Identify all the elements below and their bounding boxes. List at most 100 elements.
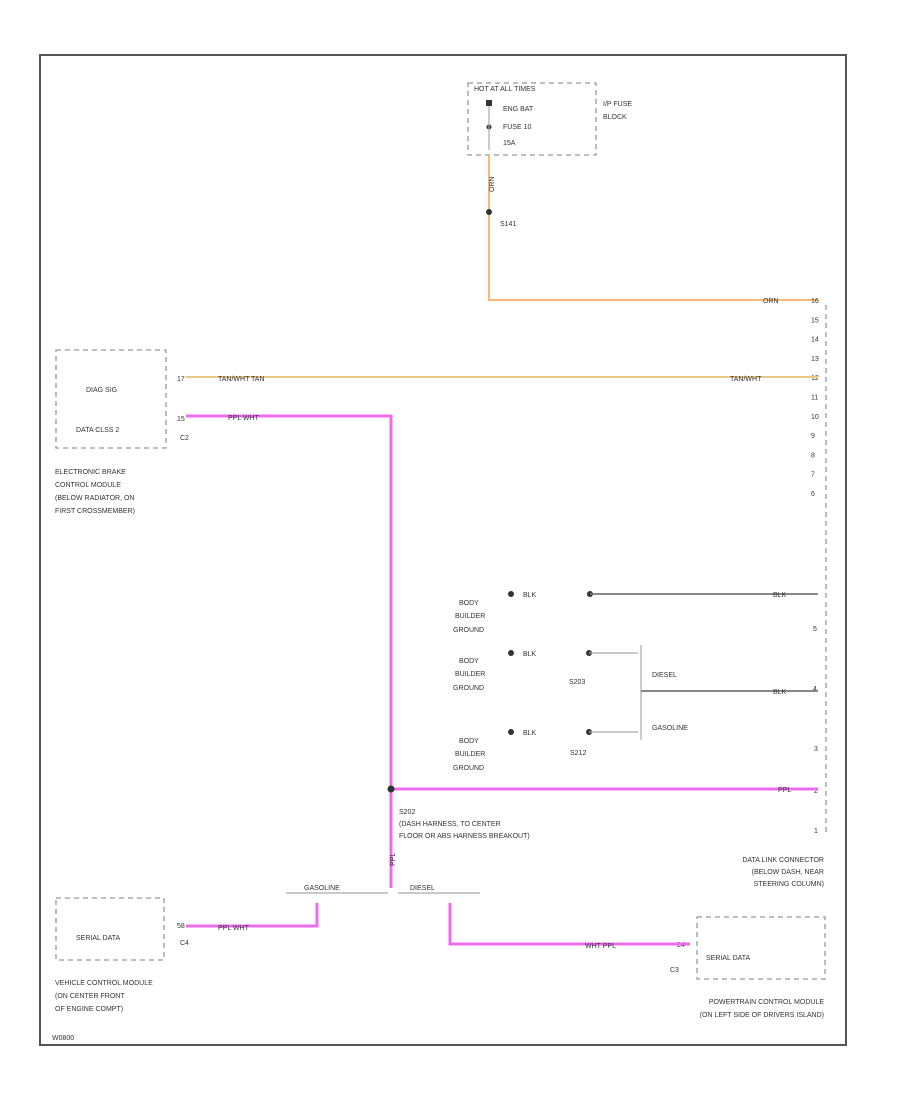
dlc-pin-number: 12 <box>811 375 819 382</box>
vcm-module: SERIAL DATA 58 C4 PPL WHT VEHICLE CONTRO… <box>55 897 319 1013</box>
dlc-pin-number: 8 <box>811 452 815 459</box>
fuse-block: HOT AT ALL TIMES ENG BAT FUSE 10 15A I/P… <box>467 82 632 156</box>
vcm-name-1: VEHICLE CONTROL MODULE <box>55 980 153 987</box>
ground-3-label-1: BODY <box>459 738 479 745</box>
ebcm-name-2: CONTROL MODULE <box>55 482 121 489</box>
footer-code: W0800 <box>52 1035 74 1042</box>
dlc-name-2: (BELOW DASH, NEAR <box>752 869 824 876</box>
orn-wire-path <box>488 155 818 301</box>
ebcm-name-1: ELECTRONIC BRAKE <box>55 469 126 476</box>
dlc-pin-4: 4 <box>813 686 817 693</box>
ppl-ebcm-path <box>186 414 393 888</box>
orn-vertical-label: ORN <box>489 176 496 192</box>
ground-3-label-3: GROUND <box>453 765 484 772</box>
blk-right-2-label: BLK <box>773 689 787 696</box>
ppl-right-label: PPL <box>778 787 791 794</box>
dlc-pin-number: 11 <box>811 395 818 402</box>
dlc-pin-number: 9 <box>811 433 815 440</box>
ground-1-terminal <box>508 591 514 597</box>
dlc-pin-number: 6 <box>811 491 815 498</box>
vcm-name-3: OF ENGINE COMPT) <box>55 1006 123 1013</box>
ground-3-terminal <box>508 729 514 735</box>
ebcm-pin-15: 15 <box>177 416 185 423</box>
dlc-name-3: STEERING COLUMN) <box>754 881 824 888</box>
splice-s212-label: S212 <box>570 750 586 757</box>
ground-2-label-3: GROUND <box>453 685 484 692</box>
vcm-serial-data: SERIAL DATA <box>76 935 121 942</box>
dlc-pin-number: 16 <box>811 298 819 305</box>
ground-1-label-3: GROUND <box>453 627 484 634</box>
blk-right-1-label: BLK <box>773 592 787 599</box>
fuse-block-box <box>467 82 597 156</box>
dlc-pin-3: 3 <box>814 746 818 753</box>
tan-right-label: TAN/WHT <box>730 376 762 383</box>
splice-s202-name: S202 <box>399 809 415 816</box>
fuse-rating: 15A <box>503 140 516 147</box>
splice-s202-dot <box>387 785 395 793</box>
ground-1-label-1: BODY <box>459 600 479 607</box>
dlc-pin-2: 2 <box>814 788 818 795</box>
splice-s141-dot <box>486 209 492 215</box>
ground-2-label-1: BODY <box>459 658 479 665</box>
ground-3: BODY BUILDER GROUND BLK S212 <box>453 729 638 772</box>
option-gasoline-label: GASOLINE <box>652 725 688 732</box>
pcm-connector: C3 <box>670 967 679 974</box>
pcm-name-2: (ON LEFT SIDE OF DRIVERS ISLAND) <box>700 1012 824 1019</box>
tan-wire: TAN/WHT TAN TAN/WHT <box>186 376 818 383</box>
fuse-terminal-top <box>486 100 492 106</box>
ppl-vcm-label: PPL WHT <box>218 925 250 932</box>
vcm-name-2: (ON CENTER FRONT <box>55 993 125 1000</box>
diesel-bottom-label: DIESEL <box>410 885 435 892</box>
orn-feed-wire: ORN S141 ORN <box>486 155 818 305</box>
ebcm-data-class: DATA CLSS 2 <box>76 427 119 434</box>
dlc-name-1: DATA LINK CONNECTOR <box>742 857 824 864</box>
ppl-vertical-label: PPL <box>390 853 397 866</box>
splice-s203-label: S203 <box>569 679 585 686</box>
ground-2: BODY BUILDER GROUND BLK S203 <box>453 650 638 692</box>
fuse-block-location-1: I/P FUSE <box>603 101 632 108</box>
ebcm-module: DIAG SIG DATA CLSS 2 17 15 C2 ELECTRONIC… <box>55 349 189 515</box>
tan-left-label: TAN/WHT TAN <box>218 376 265 383</box>
dlc-pin-number: 14 <box>811 337 819 344</box>
ebcm-diag-sig: DIAG SIG <box>86 387 117 394</box>
ground-2-terminal <box>508 650 514 656</box>
dlc-pin-1: 1 <box>814 828 818 835</box>
ground-1-label-2: BUILDER <box>455 613 485 620</box>
ebcm-box <box>55 349 167 449</box>
fuse-name: ENG BAT <box>503 106 534 113</box>
splice-s202-desc-1: (DASH HARNESS, TO CENTER <box>399 821 501 828</box>
ebcm-connector: C2 <box>180 435 189 442</box>
pcm-name-1: POWERTRAIN CONTROL MODULE <box>709 999 824 1006</box>
fuse-number: FUSE 10 <box>503 124 532 131</box>
fuse-block-location-2: BLOCK <box>603 114 627 121</box>
vcm-box <box>55 897 165 961</box>
vcm-pin: 58 <box>177 923 185 930</box>
dlc-pin-number: 15 <box>811 317 819 324</box>
orn-right-label: ORN <box>763 298 779 305</box>
splice-s141-label: S141 <box>500 221 516 228</box>
ground-1-wire-label: BLK <box>523 592 537 599</box>
dlc-pin-number: 10 <box>811 414 819 421</box>
ground-2-wire-label: BLK <box>523 651 537 658</box>
dlc-pin-number: 7 <box>811 472 815 479</box>
ebcm-name-4: FIRST CROSSMEMBER) <box>55 508 135 515</box>
ebcm-name-3: (BELOW RADIATOR, ON <box>55 495 134 502</box>
fuse-block-header: HOT AT ALL TIMES <box>474 86 536 93</box>
ppl-ebcm-label: PPL WHT <box>228 415 260 422</box>
ppl-pcm-path <box>448 903 690 946</box>
diagram-frame <box>39 54 847 1046</box>
ground-3-label-2: BUILDER <box>455 751 485 758</box>
ground-1: BODY BUILDER GROUND BLK BLK <box>453 591 818 634</box>
option-diesel-label: DIESEL <box>652 672 677 679</box>
lower-option-split: GASOLINE DIESEL <box>286 885 480 894</box>
pcm-box <box>696 916 826 980</box>
ppl-vcm-path <box>186 903 319 928</box>
ground-2-label-2: BUILDER <box>455 671 485 678</box>
gasoline-bottom-label: GASOLINE <box>304 885 340 892</box>
ebcm-pin-17: 17 <box>177 376 185 383</box>
pcm-serial-data: SERIAL DATA <box>706 955 751 962</box>
ppl-data-wire: PPL WHT PPL S202 (DASH HARNESS, TO CENTE… <box>186 414 818 888</box>
